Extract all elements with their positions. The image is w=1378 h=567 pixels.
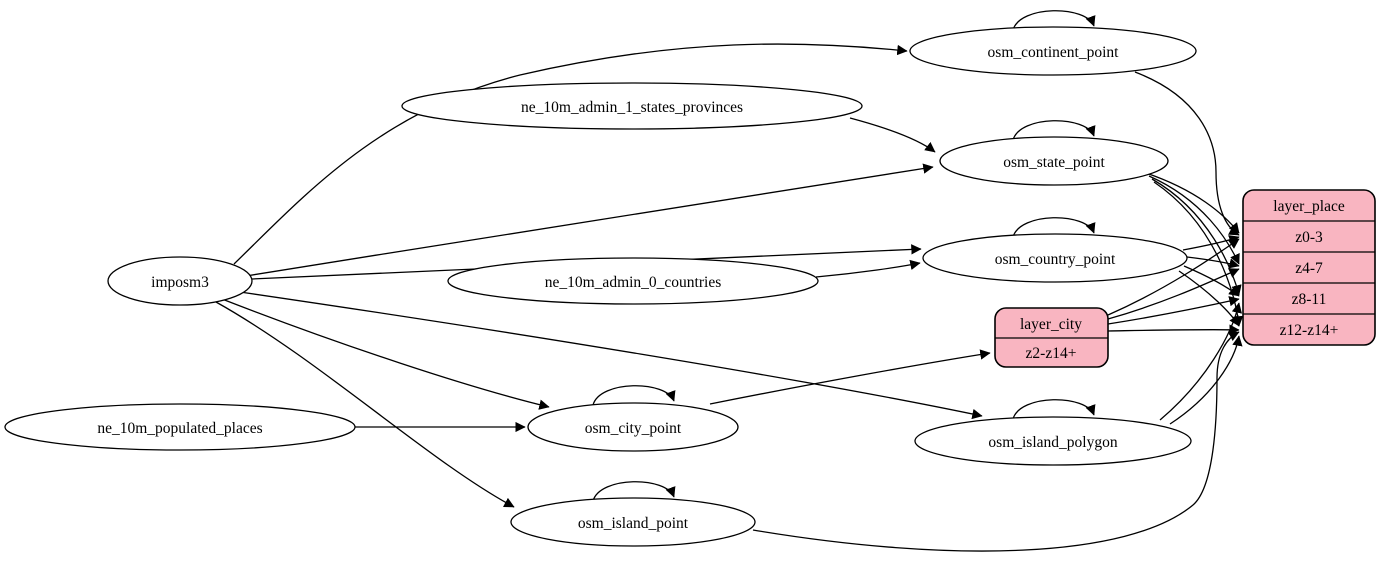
node-label-osm-island-polygon: osm_island_polygon — [988, 434, 1117, 451]
edge-osm_island_polygon-layer_place-z8-11 — [1159, 302, 1242, 421]
record-layer-city-row-z2-z14: z2-z14+ — [1026, 345, 1077, 362]
node-label-osm-city-point: osm_city_point — [585, 420, 682, 437]
edge-ne_10m_admin_1_states_provinces-osm_state_point — [849, 117, 936, 153]
edge-layer_city-layer_place-z12-z14 — [1107, 324, 1240, 335]
node-ne-10m-admin-0-countries: ne_10m_admin_0_countries — [447, 257, 819, 305]
edge-osm_continent_point-layer_place-z0-3 — [1134, 71, 1240, 236]
record-layer-city: layer_city z2-z14+ — [994, 307, 1109, 368]
record-layer-place-row-z12-z14: z12-z14+ — [1280, 322, 1339, 339]
node-osm-continent-point: osm_continent_point — [909, 26, 1197, 76]
edge-osm_state_point-layer_place-z12-z14 — [1153, 181, 1244, 327]
record-layer-place-title: layer_place — [1273, 198, 1345, 215]
node-label-osm-state-point: osm_state_point — [1003, 154, 1105, 171]
edge-osm_country_point-layer_place-z12-z14 — [1178, 270, 1240, 327]
edge-imposm3-osm_island_polygon — [239, 291, 983, 420]
edge-osm_state_point-layer_place-z4-7 — [1148, 175, 1240, 265]
edge-selfloop-osm_state_point — [1012, 120, 1096, 141]
edge-osm_island_point-layer_place-z12-z14 — [752, 331, 1240, 552]
record-layer-place-box — [1242, 189, 1376, 346]
edges-layer — [215, 10, 1244, 552]
node-label-osm-country-point: osm_country_point — [995, 251, 1116, 268]
edge-layer_city-layer_place-z4-7 — [1107, 268, 1240, 320]
node-osm-island-polygon: osm_island_polygon — [914, 416, 1192, 466]
node-ne-10m-admin-1-states-provinces: ne_10m_admin_1_states_provinces — [401, 82, 863, 130]
node-label-ne-10m-populated-places: ne_10m_populated_places — [97, 420, 262, 437]
node-label-osm-island-point: osm_island_point — [578, 515, 689, 532]
edge-imposm3-osm_island_point — [215, 301, 515, 508]
node-osm-country-point: osm_country_point — [922, 233, 1188, 283]
edge-imposm3-osm_continent_point — [233, 43, 908, 265]
node-label-ne-10m-admin-0-countries: ne_10m_admin_0_countries — [545, 274, 722, 291]
node-imposm3: imposm3 — [107, 256, 253, 306]
node-osm-island-point: osm_island_point — [510, 497, 756, 547]
node-label-imposm3: imposm3 — [151, 274, 209, 291]
edge-ne_10m_admin_0_countries-osm_country_point — [815, 259, 921, 278]
edge-osm_city_point-layer_city — [709, 349, 991, 405]
edge-osm_island_polygon-layer_place-z12-z14 — [1169, 335, 1243, 425]
record-layer-place-row-z8-11: z8-11 — [1292, 291, 1327, 308]
edge-osm_country_point-layer_place-z8-11 — [1183, 265, 1240, 297]
edge-selfloop-osm_country_point — [1012, 217, 1096, 238]
edge-selfloop-osm_island_polygon — [1012, 399, 1096, 420]
node-label-osm-continent-point: osm_continent_point — [988, 44, 1120, 61]
record-layer-place: layer_place z0-3 z4-7 z8-11 z12-z14+ — [1242, 189, 1376, 346]
record-layer-city-title: layer_city — [1020, 316, 1082, 333]
edge-selfloop-osm_city_point — [592, 385, 676, 406]
node-osm-city-point: osm_city_point — [527, 402, 739, 452]
edge-osm_state_point-layer_place-z0-3 — [1145, 172, 1240, 234]
node-osm-state-point: osm_state_point — [939, 136, 1169, 186]
edge-imposm3-osm_state_point — [245, 163, 934, 277]
edge-layer_city-layer_place-z8-11 — [1107, 296, 1240, 325]
edge-osm_country_point-layer_place-z4-7 — [1186, 256, 1240, 269]
edge-osm_state_point-layer_place-z8-11 — [1151, 178, 1242, 296]
node-ne-10m-populated-places: ne_10m_populated_places — [4, 403, 356, 451]
edge-selfloop-osm_continent_point — [1012, 10, 1096, 31]
edge-imposm3-osm_city_point — [221, 298, 550, 410]
record-layer-place-row-z0-3: z0-3 — [1295, 229, 1323, 246]
edge-selfloop-osm_island_point — [592, 481, 676, 502]
record-layer-place-row-z4-7: z4-7 — [1295, 260, 1323, 277]
node-label-ne-10m-admin-1-states-provinces: ne_10m_admin_1_states_provinces — [521, 99, 743, 116]
